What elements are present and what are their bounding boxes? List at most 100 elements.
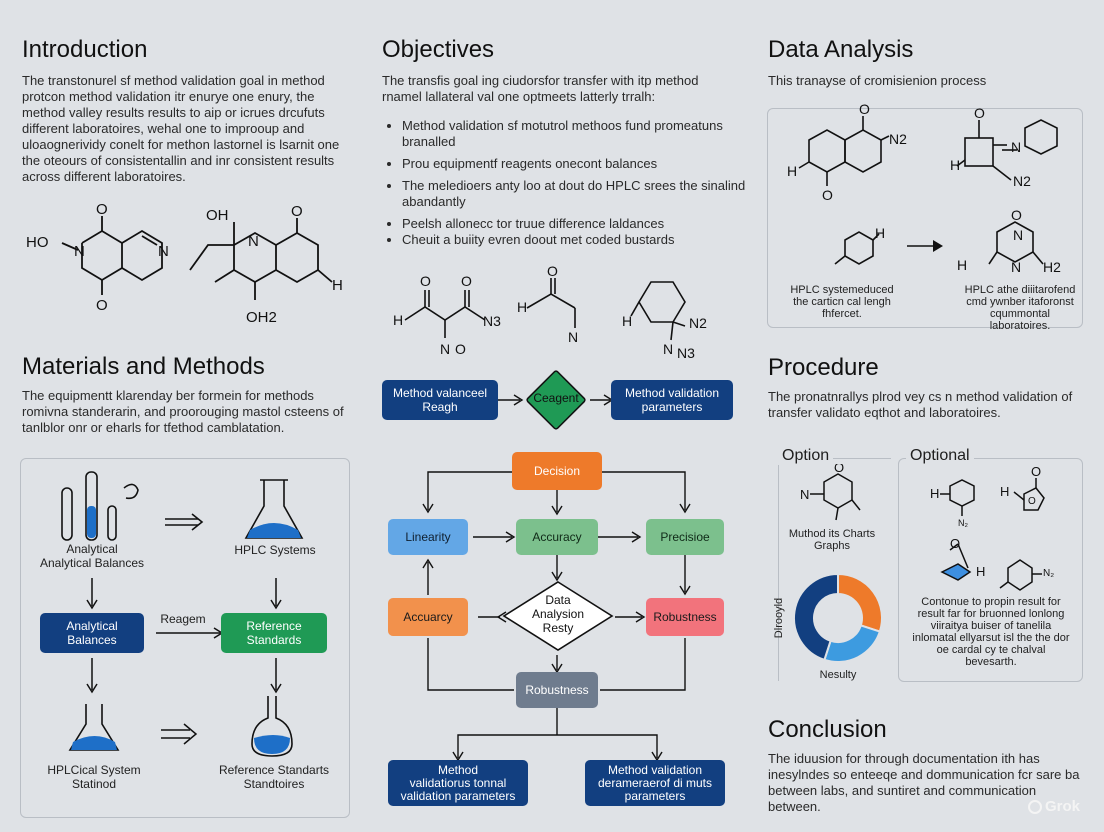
label-hplc-systems: HPLC Systems [234,543,316,557]
mol-label: N [440,341,450,357]
objectives-title: Objectives [382,36,495,63]
node-final-right: Method validation derameraerof di muts p… [585,760,725,806]
donut-slice [823,624,882,663]
analysis-text: This tranayse of cromisienion process [768,73,987,88]
node-ceagent-label: Ceagent [533,391,579,405]
analysis-title: Data Analysis [768,36,914,63]
materials-graphics [61,471,304,757]
mol-label: O [461,273,472,289]
mol-label: N3 [677,345,695,361]
donut-left-label-wrap: Dlrooyld [772,594,786,644]
mol-label: O [455,341,466,357]
conclusion-title: Conclusion [768,716,887,743]
mol-label: OH [206,207,229,224]
objective-item: The meledioers anty loo at dout do HPLC … [402,178,752,210]
analysis-caption-right: HPLC athe diiitarofend cmd ywnber itafor… [964,284,1076,332]
mol-label: N [1011,259,1021,275]
mol-label: N3 [483,313,501,329]
node-accuracy: Accuracy [516,519,598,555]
node-accuarcy: Accuarcy [388,598,468,636]
donut-bottom-label: Nesulty [819,669,857,681]
objectives-list: Method validation sf motutrol methoos fu… [382,118,752,254]
objective-item: Peelsh allonecc tor truue difference lal… [402,216,752,232]
mol-label: H [976,564,985,579]
node-method-validation-parameters: Method validation parameters [611,380,733,420]
optional-label: Optional [906,447,974,465]
analysis-molecules: O N2 H O N H N2 O H O N N H H2 [787,101,1061,275]
mol-label: H [930,486,939,501]
mol-label: N [158,243,169,260]
node-precision: Precisioe [646,519,724,555]
option-label: Option [778,447,834,465]
intro-molecules: HO N O O N OH N O OH2 H [26,201,343,326]
node-method-valanceel: Method valanceel Reagh [382,380,498,420]
mol-label: O [291,203,303,220]
analysis-panel [767,108,1083,328]
mol-label: N [74,243,85,260]
mol-label: N₂ [1043,568,1054,579]
procedure-molecules: N O H N₂ H O O N₂ O H [800,464,1054,591]
mol-label: H [332,277,343,294]
mol-label: O [547,263,558,279]
mol-label: O [96,201,108,218]
mol-label: N2 [1013,173,1031,189]
donut-slice [837,572,883,633]
node-data-analysis-diamond: Data Analysion Resty [502,580,614,652]
intro-title: Introduction [22,36,148,63]
label-hplc-system: HPLCical System Statinod [47,763,141,791]
mol-label: H [393,312,403,328]
mol-label: OH2 [246,309,277,326]
watermark: Grok [1028,798,1080,815]
materials-panel [20,458,350,818]
objective-item: Cheuit a buiity evren doout met coded bu… [402,232,752,248]
watermark-text: Grok [1045,798,1081,815]
objectives-text: The transfis goal ing ciudorsfor transfe… [382,73,699,104]
mol-label: N [568,329,578,345]
objective-item: Prou equipmentf reagents onecont balance… [402,156,752,172]
node-analytical-balances: Analytical Balances [40,613,144,653]
mol-label: O [420,273,431,289]
mol-label: N [663,341,673,357]
label-reference-standarts: Reference Standarts Standtoires [218,763,330,791]
node-robustness-bottom: Robustness [516,672,598,708]
mol-label: H [622,313,632,329]
procedure-right-text: Contonue to propin result for result far… [912,596,1070,668]
mol-label: N2 [689,315,707,331]
donut-left-label: Dlrooyld [773,597,785,639]
node-reference-standards: Reference Standards [221,613,327,653]
option-panel [778,458,891,681]
node-linearity: Linearity [388,519,468,555]
analysis-caption-left: HPLC systemeduced the carticn cal lengh … [790,284,894,320]
intro-text: The transtonurel sf method validation go… [22,73,340,184]
label-analytical-balances: Analytical Analytical Balances [39,542,145,570]
node-ceagent: Ceagent [525,369,587,431]
mol-label: O [859,101,870,117]
procedure-title: Procedure [768,354,879,381]
mol-label: O [822,187,833,203]
mol-label: H [1000,484,1009,499]
node-final-left: Method validatiorus tonnal validation pa… [388,760,528,806]
mol-label: O [96,297,108,314]
conclusion-text: The iduusion for through documentation i… [768,751,1080,814]
diamond-label: Data Analysion Resty [531,593,585,635]
mol-label: N [800,487,809,502]
charts-graphs-label: Muthod its Charts Graphs [788,528,876,552]
mol-label: N [248,233,259,250]
mol-label: N [1011,139,1021,155]
mol-label: N₂ [958,518,968,528]
mol-label: N2 [889,131,907,147]
mol-label: N [1013,227,1023,243]
optional-panel [898,458,1083,682]
mol-label: O [1011,207,1022,223]
mol-label: H [950,157,960,173]
donut-slice [793,572,839,662]
mol-label: O [1031,464,1041,479]
mol-label: H2 [1043,259,1061,275]
mol-label: O [950,536,960,551]
mol-label: H [787,163,797,179]
mol-label: H [517,299,527,315]
mol-label: O [1028,496,1036,507]
objectives-molecules: O O H N3 N O O H N H N2 N N3 [393,263,707,361]
mol-label: H [957,257,967,273]
procedure-donut-chart [793,572,883,663]
